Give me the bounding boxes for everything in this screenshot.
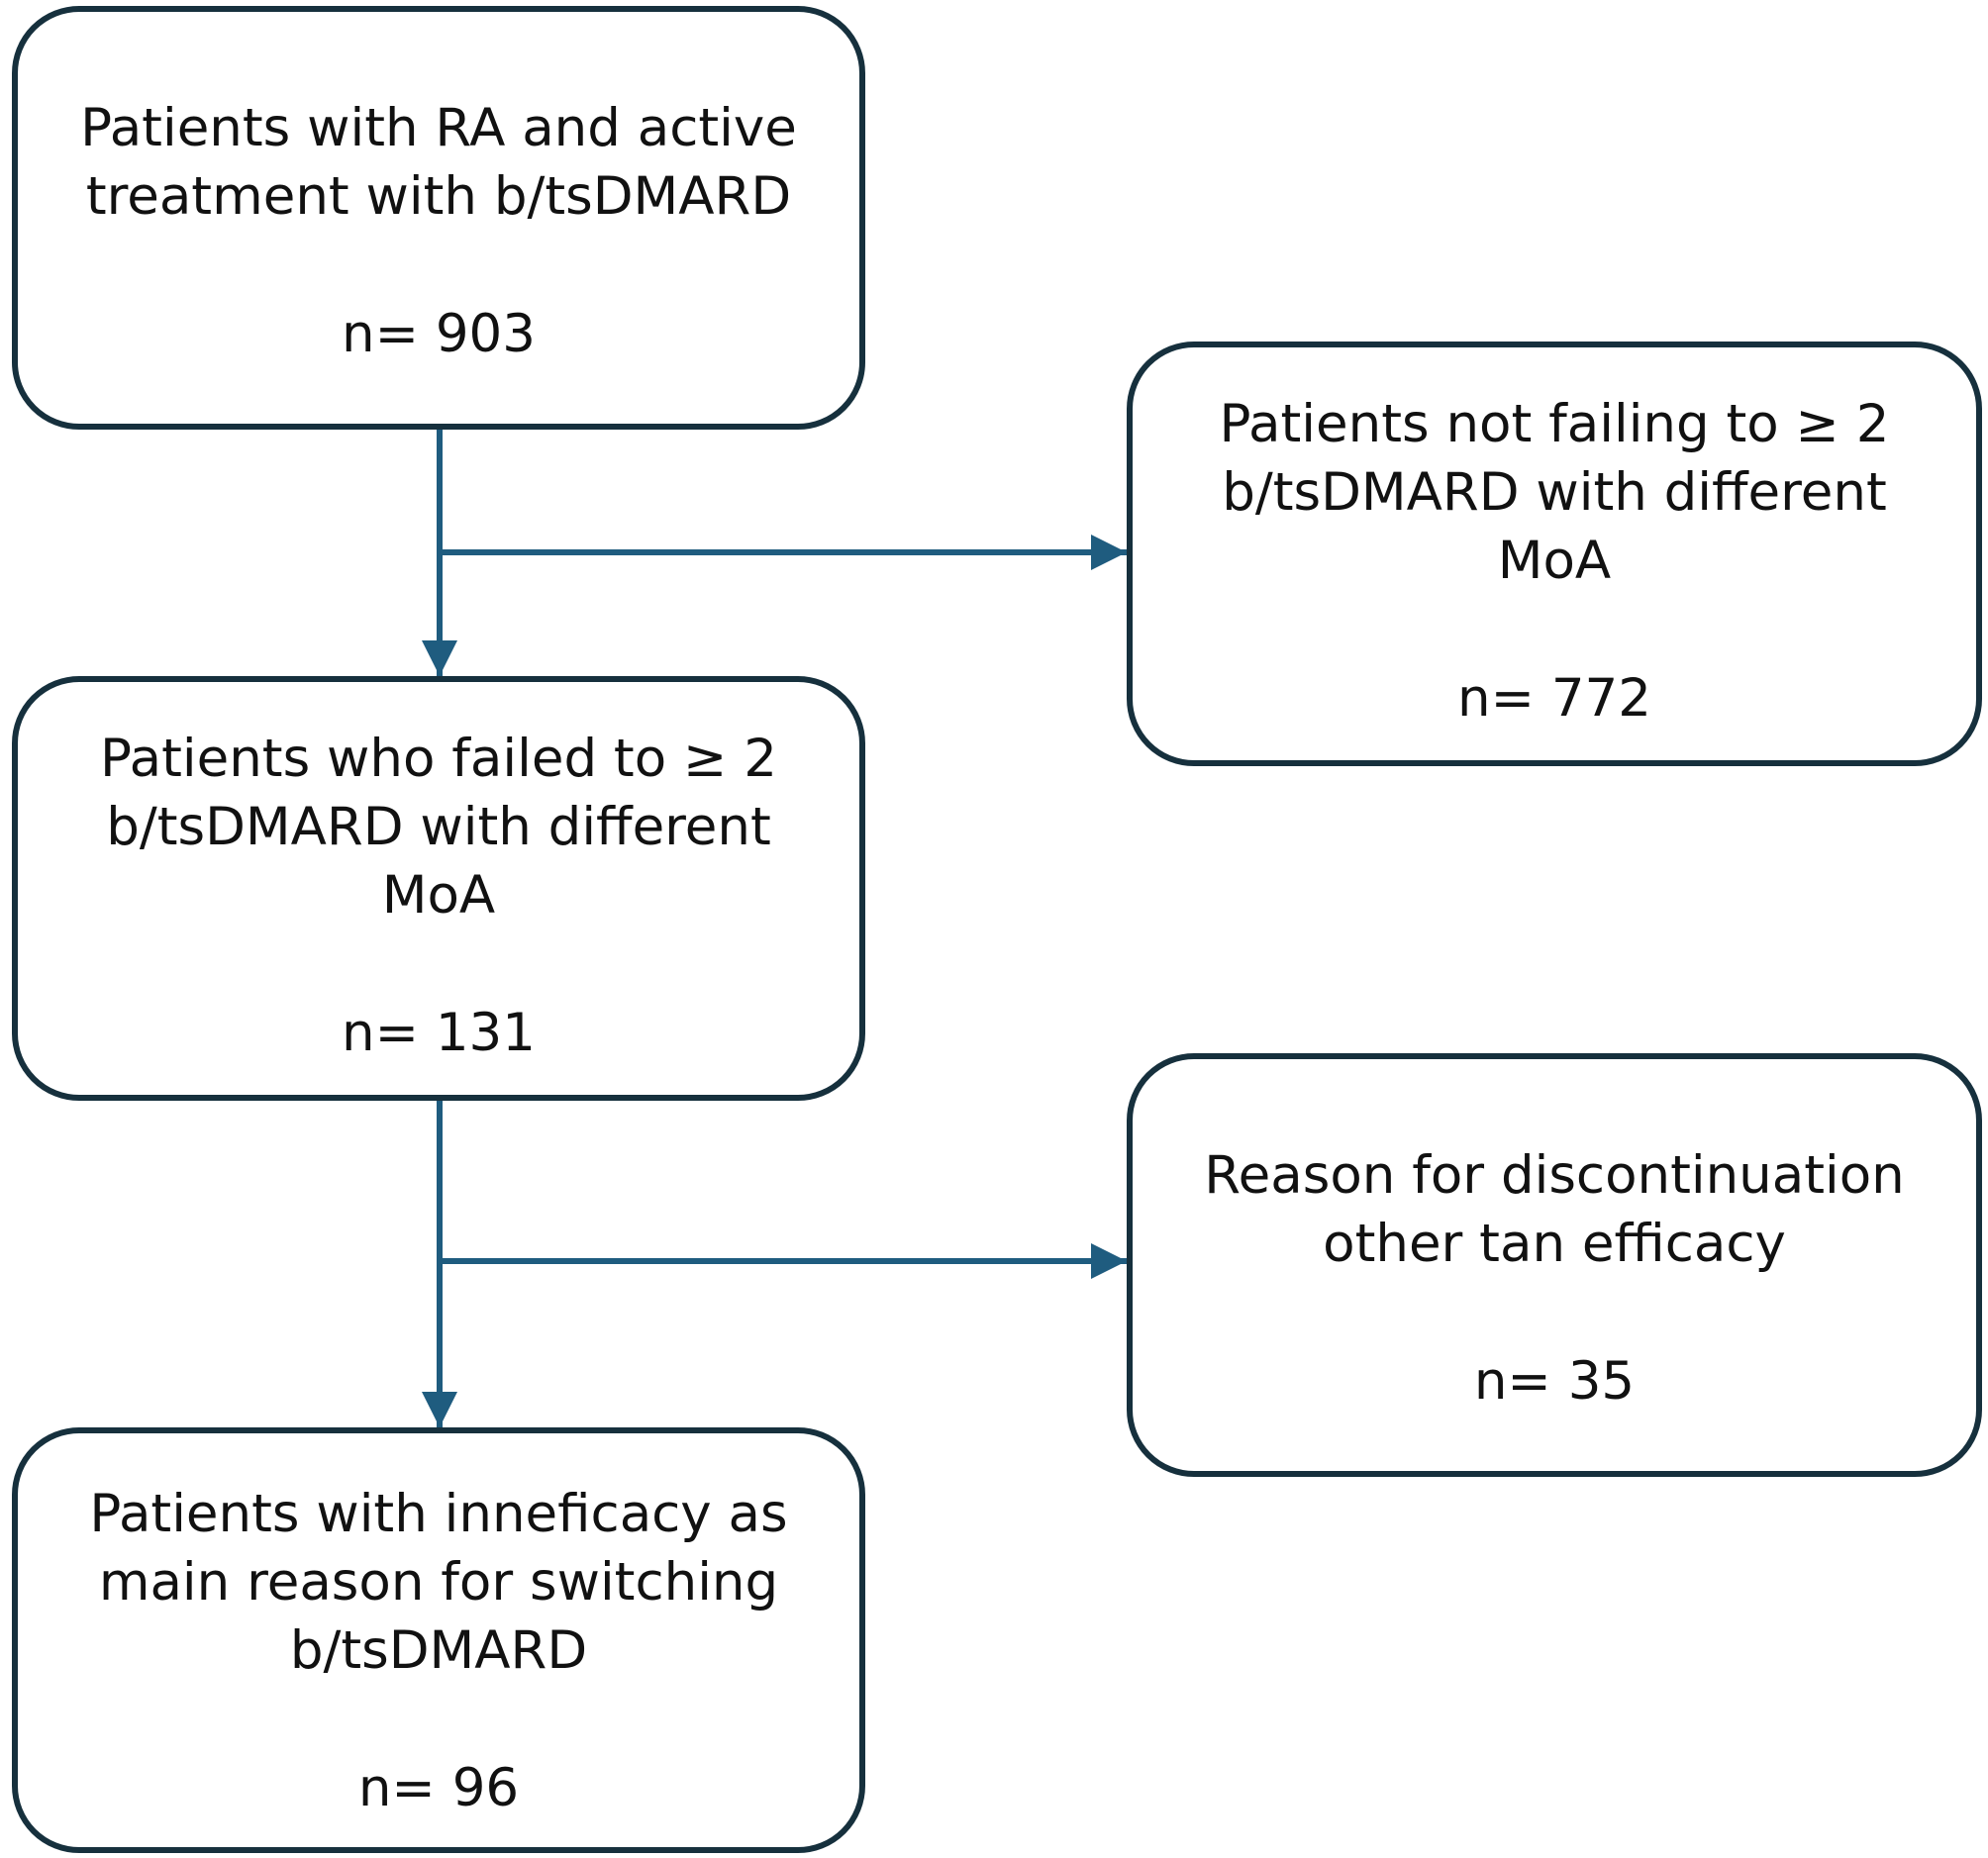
node-all-patients: Patients with RA and active treatment wi… [12,6,865,430]
node-failed: Patients who failed to ≥ 2 b/tsDMARD wit… [12,676,865,1101]
node-all-patients-label: Patients with RA and active treatment wi… [80,98,797,227]
node-all-patients-count: n= 903 [341,304,536,364]
node-not-failing-label: Patients not failing to ≥ 2 b/tsDMARD wi… [1219,394,1890,591]
node-other-reason-count: n= 35 [1473,1351,1636,1412]
node-inefficacy-count: n= 96 [357,1758,520,1818]
node-failed-label: Patients who failed to ≥ 2 b/tsDMARD wit… [100,729,777,926]
node-inefficacy-label: Patients with inneficacy as main reason … [89,1484,788,1681]
node-other-reason-label: Reason for discontinuation other tan eff… [1204,1145,1905,1274]
node-inefficacy: Patients with inneficacy as main reason … [12,1427,865,1853]
node-other-reason: Reason for discontinuation other tan eff… [1127,1053,1982,1477]
node-failed-count: n= 131 [341,1003,536,1063]
node-not-failing: Patients not failing to ≥ 2 b/tsDMARD wi… [1127,342,1982,766]
node-not-failing-count: n= 772 [1456,668,1651,729]
